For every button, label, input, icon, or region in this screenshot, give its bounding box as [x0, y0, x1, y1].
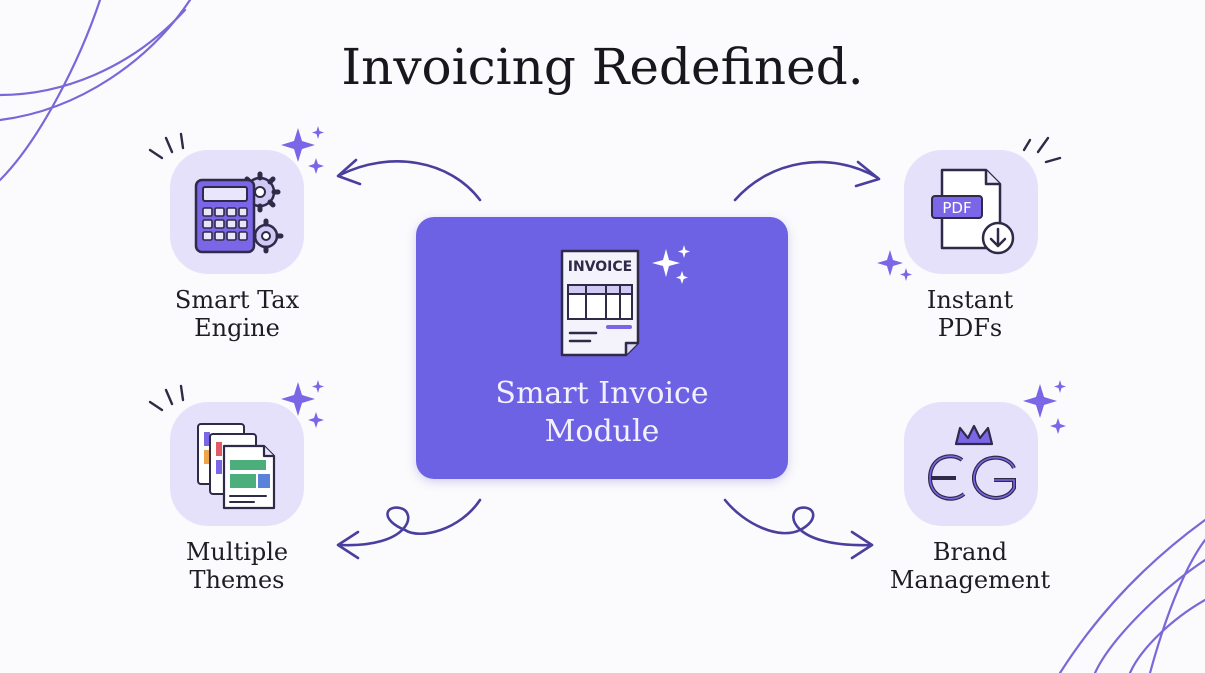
- themes-label: Multiple Themes: [127, 538, 347, 594]
- pdf-download-icon: PDF: [931, 168, 1015, 255]
- tax-label-line1: Smart Tax: [174, 286, 300, 314]
- sparkle-icon: [652, 245, 690, 284]
- pdf-label-line2: PDFs: [937, 314, 1003, 342]
- smart-invoice-module-card: INVOICE Smart Invoice Module: [416, 217, 788, 479]
- themes-label-line2: Themes: [189, 566, 285, 594]
- arrow-to-multiple-themes: [336, 498, 482, 560]
- brand-logo-crown-icon: [927, 424, 1016, 501]
- calculator-gear-icon: [194, 171, 284, 254]
- center-label-line1: Smart Invoice: [495, 376, 709, 411]
- brand-management-label: Brand Management: [860, 538, 1080, 594]
- invoice-document-icon: INVOICE: [560, 249, 640, 357]
- brand-management-icon-tile: [904, 402, 1038, 526]
- instant-pdfs-label: Instant PDFs: [860, 286, 1080, 342]
- center-label-line2: Module: [544, 414, 660, 449]
- arrow-to-brand-management: [723, 498, 874, 560]
- tax-engine-label: Smart Tax Engine: [127, 286, 347, 342]
- page-title: Invoicing Redefined.: [341, 38, 864, 96]
- themes-pages-icon: [197, 423, 276, 510]
- pdf-badge-text: PDF: [942, 199, 971, 217]
- brand-label-line2: Management: [889, 566, 1051, 594]
- arrow-to-tax-engine: [336, 158, 482, 202]
- pdf-label-line1: Instant: [926, 286, 1014, 314]
- arrow-to-instant-pdfs: [733, 160, 881, 202]
- brand-label-line1: Brand: [932, 538, 1008, 566]
- themes-icon-tile: [170, 402, 304, 526]
- tax-label-line2: Engine: [194, 314, 280, 342]
- instant-pdfs-icon-tile: PDF: [904, 150, 1038, 274]
- center-module-label: Smart Invoice Module: [416, 375, 788, 451]
- tax-engine-icon-tile: [170, 150, 304, 274]
- invoice-doc-header: INVOICE: [568, 259, 632, 275]
- themes-label-line1: Multiple: [185, 538, 289, 566]
